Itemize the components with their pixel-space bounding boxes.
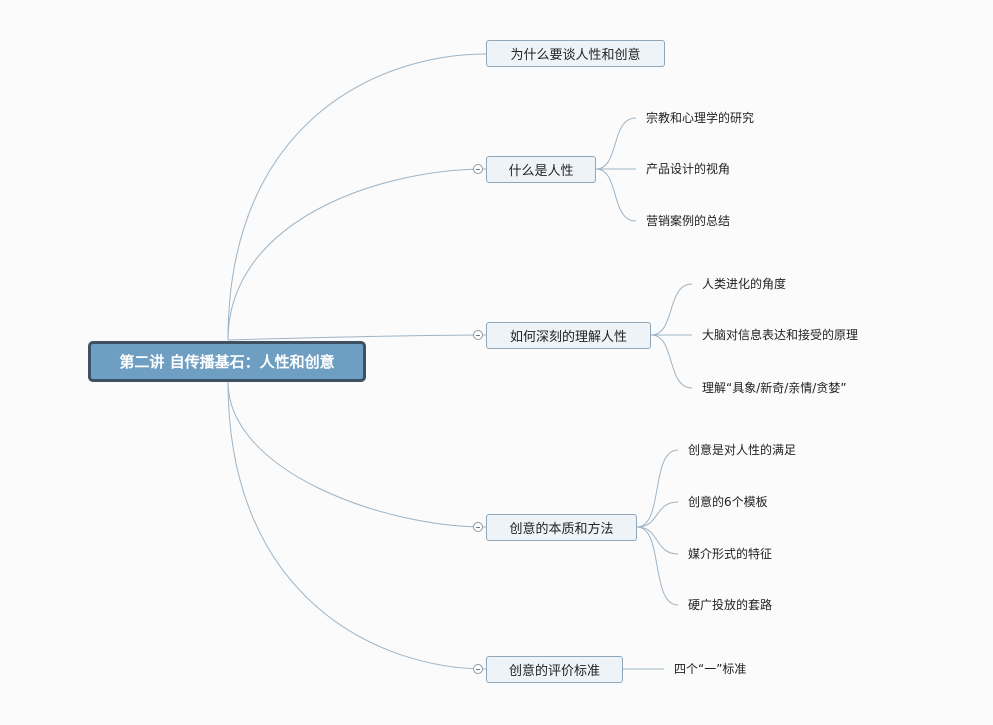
leaf-topic[interactable]: 理解“具象/新奇/亲情/贪婪” bbox=[702, 381, 847, 395]
leaf-topic[interactable]: 宗教和心理学的研究 bbox=[646, 111, 755, 125]
link-root-branch-5 bbox=[227, 381, 487, 670]
leaf-topic[interactable]: 人类进化的角度 bbox=[702, 277, 787, 291]
central-topic[interactable]: 第二讲 自传播基石：人性和创意 bbox=[88, 341, 366, 382]
branch-topic-understand-human-nature[interactable]: 如何深刻的理解人性 bbox=[486, 322, 651, 349]
collapse-toggle-icon[interactable] bbox=[473, 522, 483, 532]
leaf-topic[interactable]: 大脑对信息表达和接受的原理 bbox=[702, 328, 859, 342]
leaf-topic[interactable]: 创意是对人性的满足 bbox=[688, 443, 797, 457]
branch-topic-what-is-human-nature[interactable]: 什么是人性 bbox=[486, 156, 596, 183]
link-root-branch-3 bbox=[227, 334, 487, 341]
branch-topic-creativity-essence[interactable]: 创意的本质和方法 bbox=[486, 514, 637, 541]
link-branch-2-leaf-1 bbox=[595, 117, 637, 170]
link-branch-3-leaf-1 bbox=[650, 283, 693, 336]
branch-topic-why-discuss[interactable]: 为什么要谈人性和创意 bbox=[486, 40, 665, 67]
link-branch-4-leaf-1 bbox=[636, 449, 679, 528]
branch-topic-evaluation-criteria[interactable]: 创意的评价标准 bbox=[486, 656, 623, 683]
leaf-topic[interactable]: 四个“一”标准 bbox=[674, 662, 747, 676]
collapse-toggle-icon[interactable] bbox=[473, 164, 483, 174]
leaf-topic[interactable]: 产品设计的视角 bbox=[646, 162, 731, 176]
collapse-toggle-icon[interactable] bbox=[473, 330, 483, 340]
collapse-toggle-icon[interactable] bbox=[473, 664, 483, 674]
leaf-topic[interactable]: 媒介形式的特征 bbox=[688, 547, 773, 561]
link-branch-2-leaf-3 bbox=[595, 168, 637, 222]
link-root-branch-1 bbox=[227, 53, 487, 341]
link-root-branch-4 bbox=[227, 381, 487, 528]
link-root-branch-2 bbox=[227, 168, 487, 341]
link-branch-3-leaf-3 bbox=[650, 334, 693, 389]
link-branch-4-leaf-4 bbox=[636, 526, 679, 606]
leaf-topic[interactable]: 硬广投放的套路 bbox=[688, 598, 773, 612]
leaf-topic[interactable]: 创意的6个模板 bbox=[688, 495, 768, 509]
link-branch-4-leaf-3 bbox=[636, 526, 679, 555]
leaf-topic[interactable]: 营销案例的总结 bbox=[646, 214, 731, 228]
link-branch-4-leaf-2 bbox=[636, 501, 679, 528]
